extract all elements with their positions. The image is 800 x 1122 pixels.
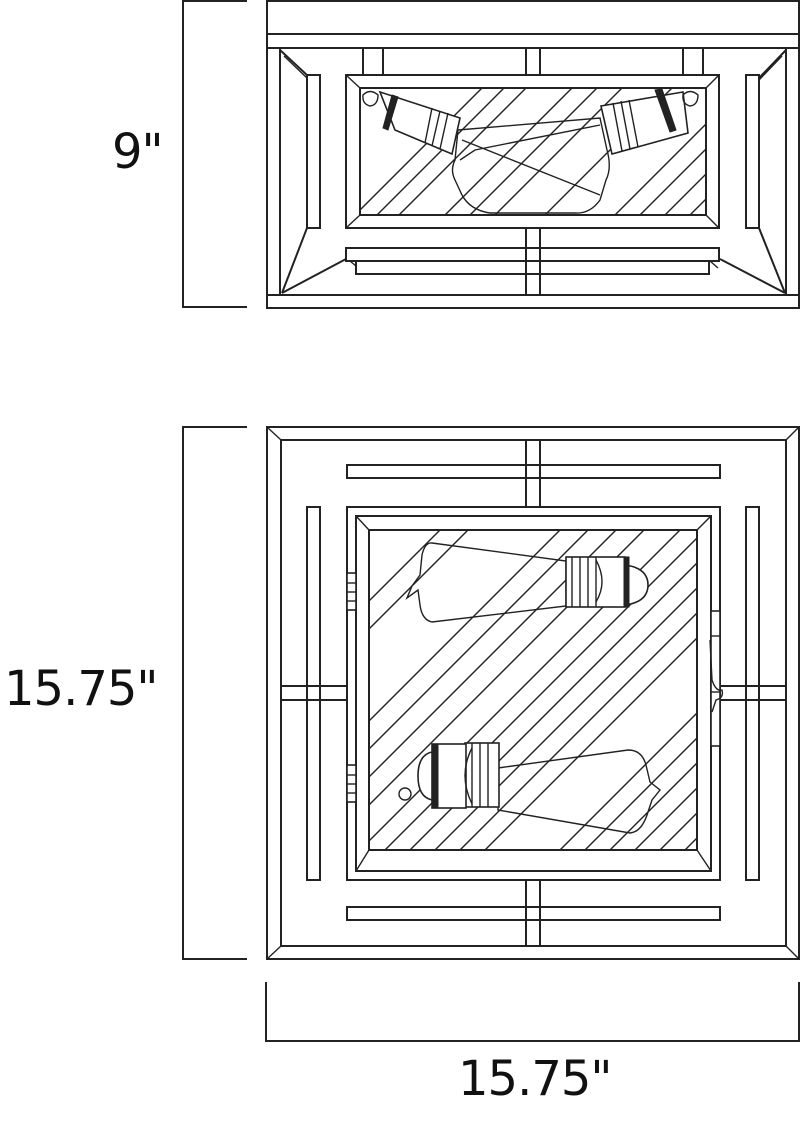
height-dimension-bracket bbox=[182, 0, 247, 308]
top-post bbox=[525, 47, 541, 76]
top-glass-hatching bbox=[369, 530, 697, 850]
width-dimension-label: 15.75" bbox=[458, 1051, 612, 1107]
depth-dimension-label: 15.75" bbox=[4, 661, 158, 717]
right-latch bbox=[709, 610, 724, 747]
left-side-panel bbox=[279, 49, 347, 294]
upper-bulb bbox=[405, 542, 649, 623]
side-glass-hatching bbox=[360, 88, 706, 215]
canopy bbox=[266, 0, 800, 35]
lower-bulb bbox=[398, 742, 661, 834]
side-bottom-rails bbox=[345, 227, 720, 296]
housing-outline bbox=[266, 33, 800, 309]
side-view bbox=[182, 0, 800, 309]
width-dimension-bracket bbox=[265, 982, 800, 1042]
depth-dimension-bracket bbox=[182, 426, 247, 960]
top-view bbox=[182, 426, 800, 1042]
left-hinges bbox=[346, 572, 357, 803]
right-mount-post bbox=[682, 47, 704, 76]
height-dimension-label: 9" bbox=[112, 124, 164, 180]
side-bulbs bbox=[362, 88, 699, 214]
top-glass-frame bbox=[346, 506, 721, 881]
right-side-panel bbox=[719, 49, 787, 294]
left-mount-post bbox=[362, 47, 384, 76]
